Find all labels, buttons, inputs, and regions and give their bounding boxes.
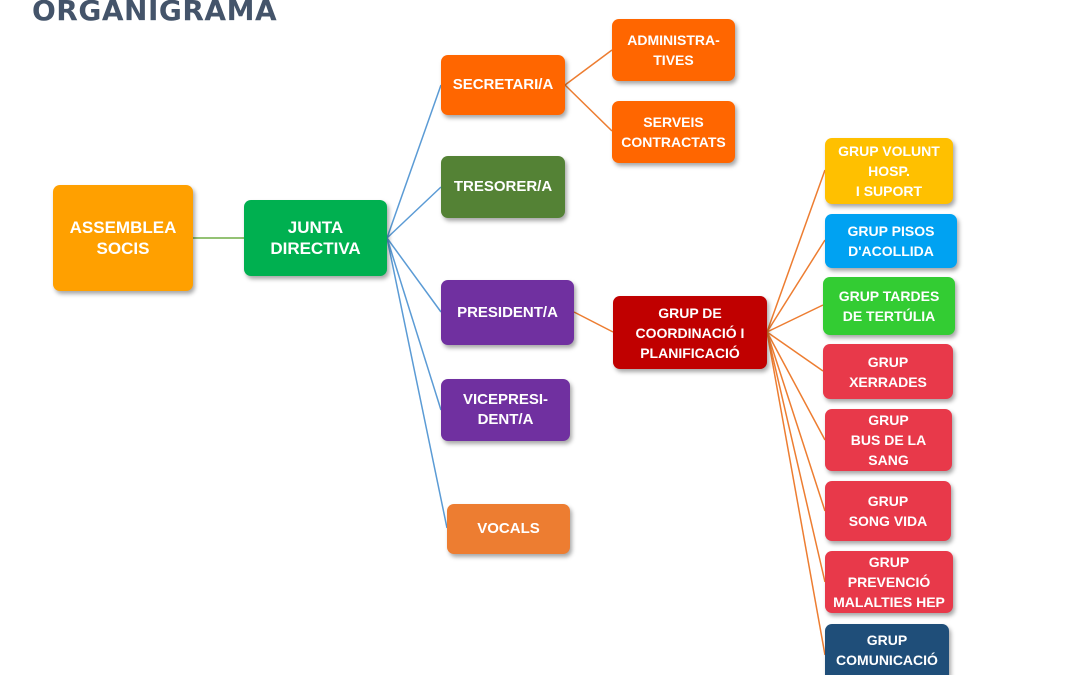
connector-coordinacio-song: [766, 331, 826, 512]
connector-junta-president: [386, 237, 442, 313]
node-grup-song-vida: GRUP SONG VIDA: [825, 481, 951, 541]
node-administratives: ADMINISTRA- TIVES: [612, 19, 735, 81]
connector-coordinacio-xerrades: [766, 331, 824, 372]
node-grup-coordinacio: GRUP DE COORDINACIÓ I PLANIFICACIÓ: [613, 296, 767, 369]
node-grup-volunt-hosp: GRUP VOLUNT HOSP. I SUPORT: [825, 138, 953, 204]
connector-secretari-serveis: [564, 84, 613, 132]
connector-junta-vicepresident: [386, 237, 442, 411]
connector-coordinacio-volunt: [766, 169, 826, 333]
node-grup-pisos-acollida: GRUP PISOS D'ACOLLIDA: [825, 214, 957, 268]
connector-coordinacio-bus: [766, 331, 826, 441]
node-grup-comunicacio: GRUP COMUNICACIÓ: [825, 624, 949, 675]
connector-junta-vocals: [386, 237, 448, 529]
node-assemblea-socis: ASSEMBLEA SOCIS: [53, 185, 193, 291]
connector-president-coordinacio: [573, 311, 614, 333]
connector-coordinacio-tardes: [766, 304, 824, 333]
connector-junta-tresorer: [386, 186, 442, 239]
node-secretari: SECRETARI/A: [441, 55, 565, 115]
node-grup-tardes-tertulia: GRUP TARDES DE TERTÚLIA: [823, 277, 955, 335]
connector-coordinacio-prevencio: [766, 331, 826, 583]
node-vocals: VOCALS: [447, 504, 570, 554]
node-president: PRESIDENT/A: [441, 280, 574, 345]
node-grup-xerrades: GRUP XERRADES: [823, 344, 953, 399]
node-serveis-contractats: SERVEIS CONTRACTATS: [612, 101, 735, 163]
node-grup-prevencio: GRUP PREVENCIÓ MALALTIES HEP: [825, 551, 953, 613]
node-tresorer: TRESORER/A: [441, 156, 565, 218]
node-junta-directiva: JUNTA DIRECTIVA: [244, 200, 387, 276]
connector-secretari-administratives: [564, 49, 613, 86]
connector-coordinacio-comunicacio: [766, 331, 826, 656]
connector-junta-secretari: [386, 84, 442, 239]
node-vicepresident: VICEPRESI- DENT/A: [441, 379, 570, 441]
connector-coordinacio-pisos: [766, 239, 826, 333]
page-title: ORGANIGRAMA: [32, 0, 278, 27]
node-grup-bus-sang: GRUP BUS DE LA SANG: [825, 409, 952, 471]
